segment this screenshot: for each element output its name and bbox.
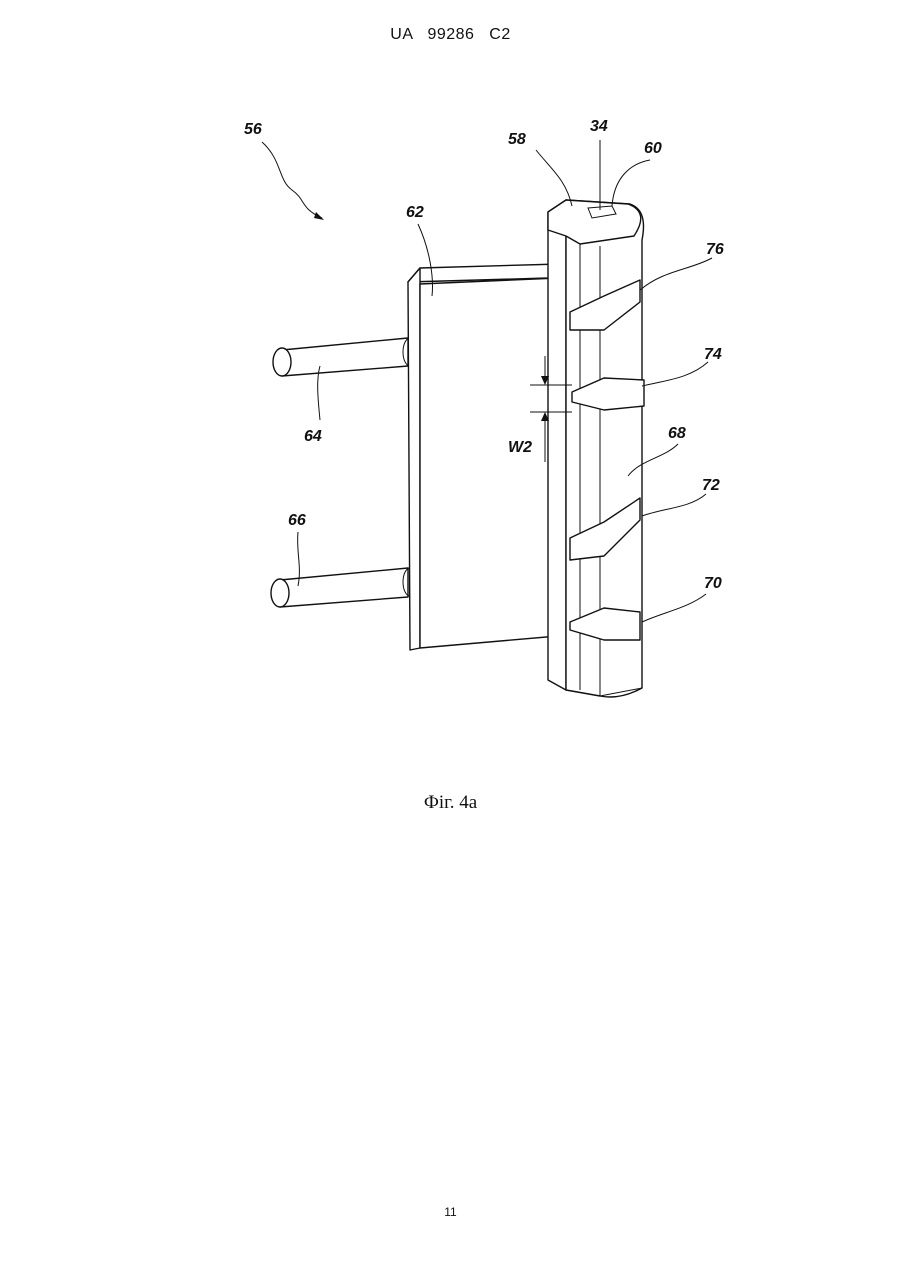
label-64: 64 — [304, 428, 322, 445]
label-w2: W2 — [508, 439, 532, 456]
label-60: 60 — [644, 140, 662, 157]
label-70: 70 — [704, 575, 722, 592]
rod-66 — [271, 568, 417, 607]
label-66: 66 — [288, 512, 306, 529]
figure-caption: Фіг. 4а — [0, 792, 901, 814]
rod-64 — [273, 338, 417, 376]
shaft-58 — [548, 200, 644, 697]
plate-62 — [408, 264, 560, 650]
label-62: 62 — [406, 204, 424, 221]
page-number: 11 — [0, 1205, 901, 1219]
label-76: 76 — [706, 241, 724, 258]
label-72: 72 — [702, 477, 720, 494]
label-74: 74 — [704, 346, 722, 363]
label-56: 56 — [244, 121, 262, 138]
label-34: 34 — [590, 118, 608, 135]
label-58: 58 — [508, 131, 526, 148]
patent-figure-drawing: 56 58 34 60 62 76 74 64 W2 68 72 66 70 — [0, 0, 901, 780]
label-68: 68 — [668, 425, 686, 442]
